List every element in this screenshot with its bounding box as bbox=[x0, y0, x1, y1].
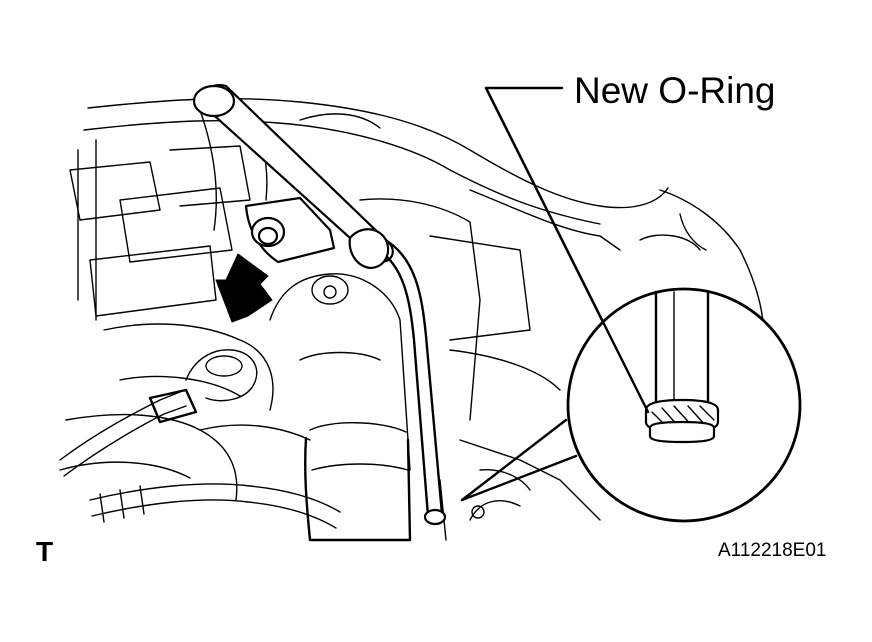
o-ring-callout-label: New O-Ring bbox=[574, 70, 776, 111]
bracket-and-bolt bbox=[244, 196, 390, 270]
wiring-harness bbox=[59, 349, 341, 529]
figure-id: A112218E01 bbox=[718, 540, 827, 561]
detail-magnifier bbox=[484, 86, 802, 523]
corner-mark: T bbox=[36, 536, 54, 567]
intake-tube bbox=[269, 273, 412, 542]
arrow-up-right-icon bbox=[215, 253, 273, 323]
